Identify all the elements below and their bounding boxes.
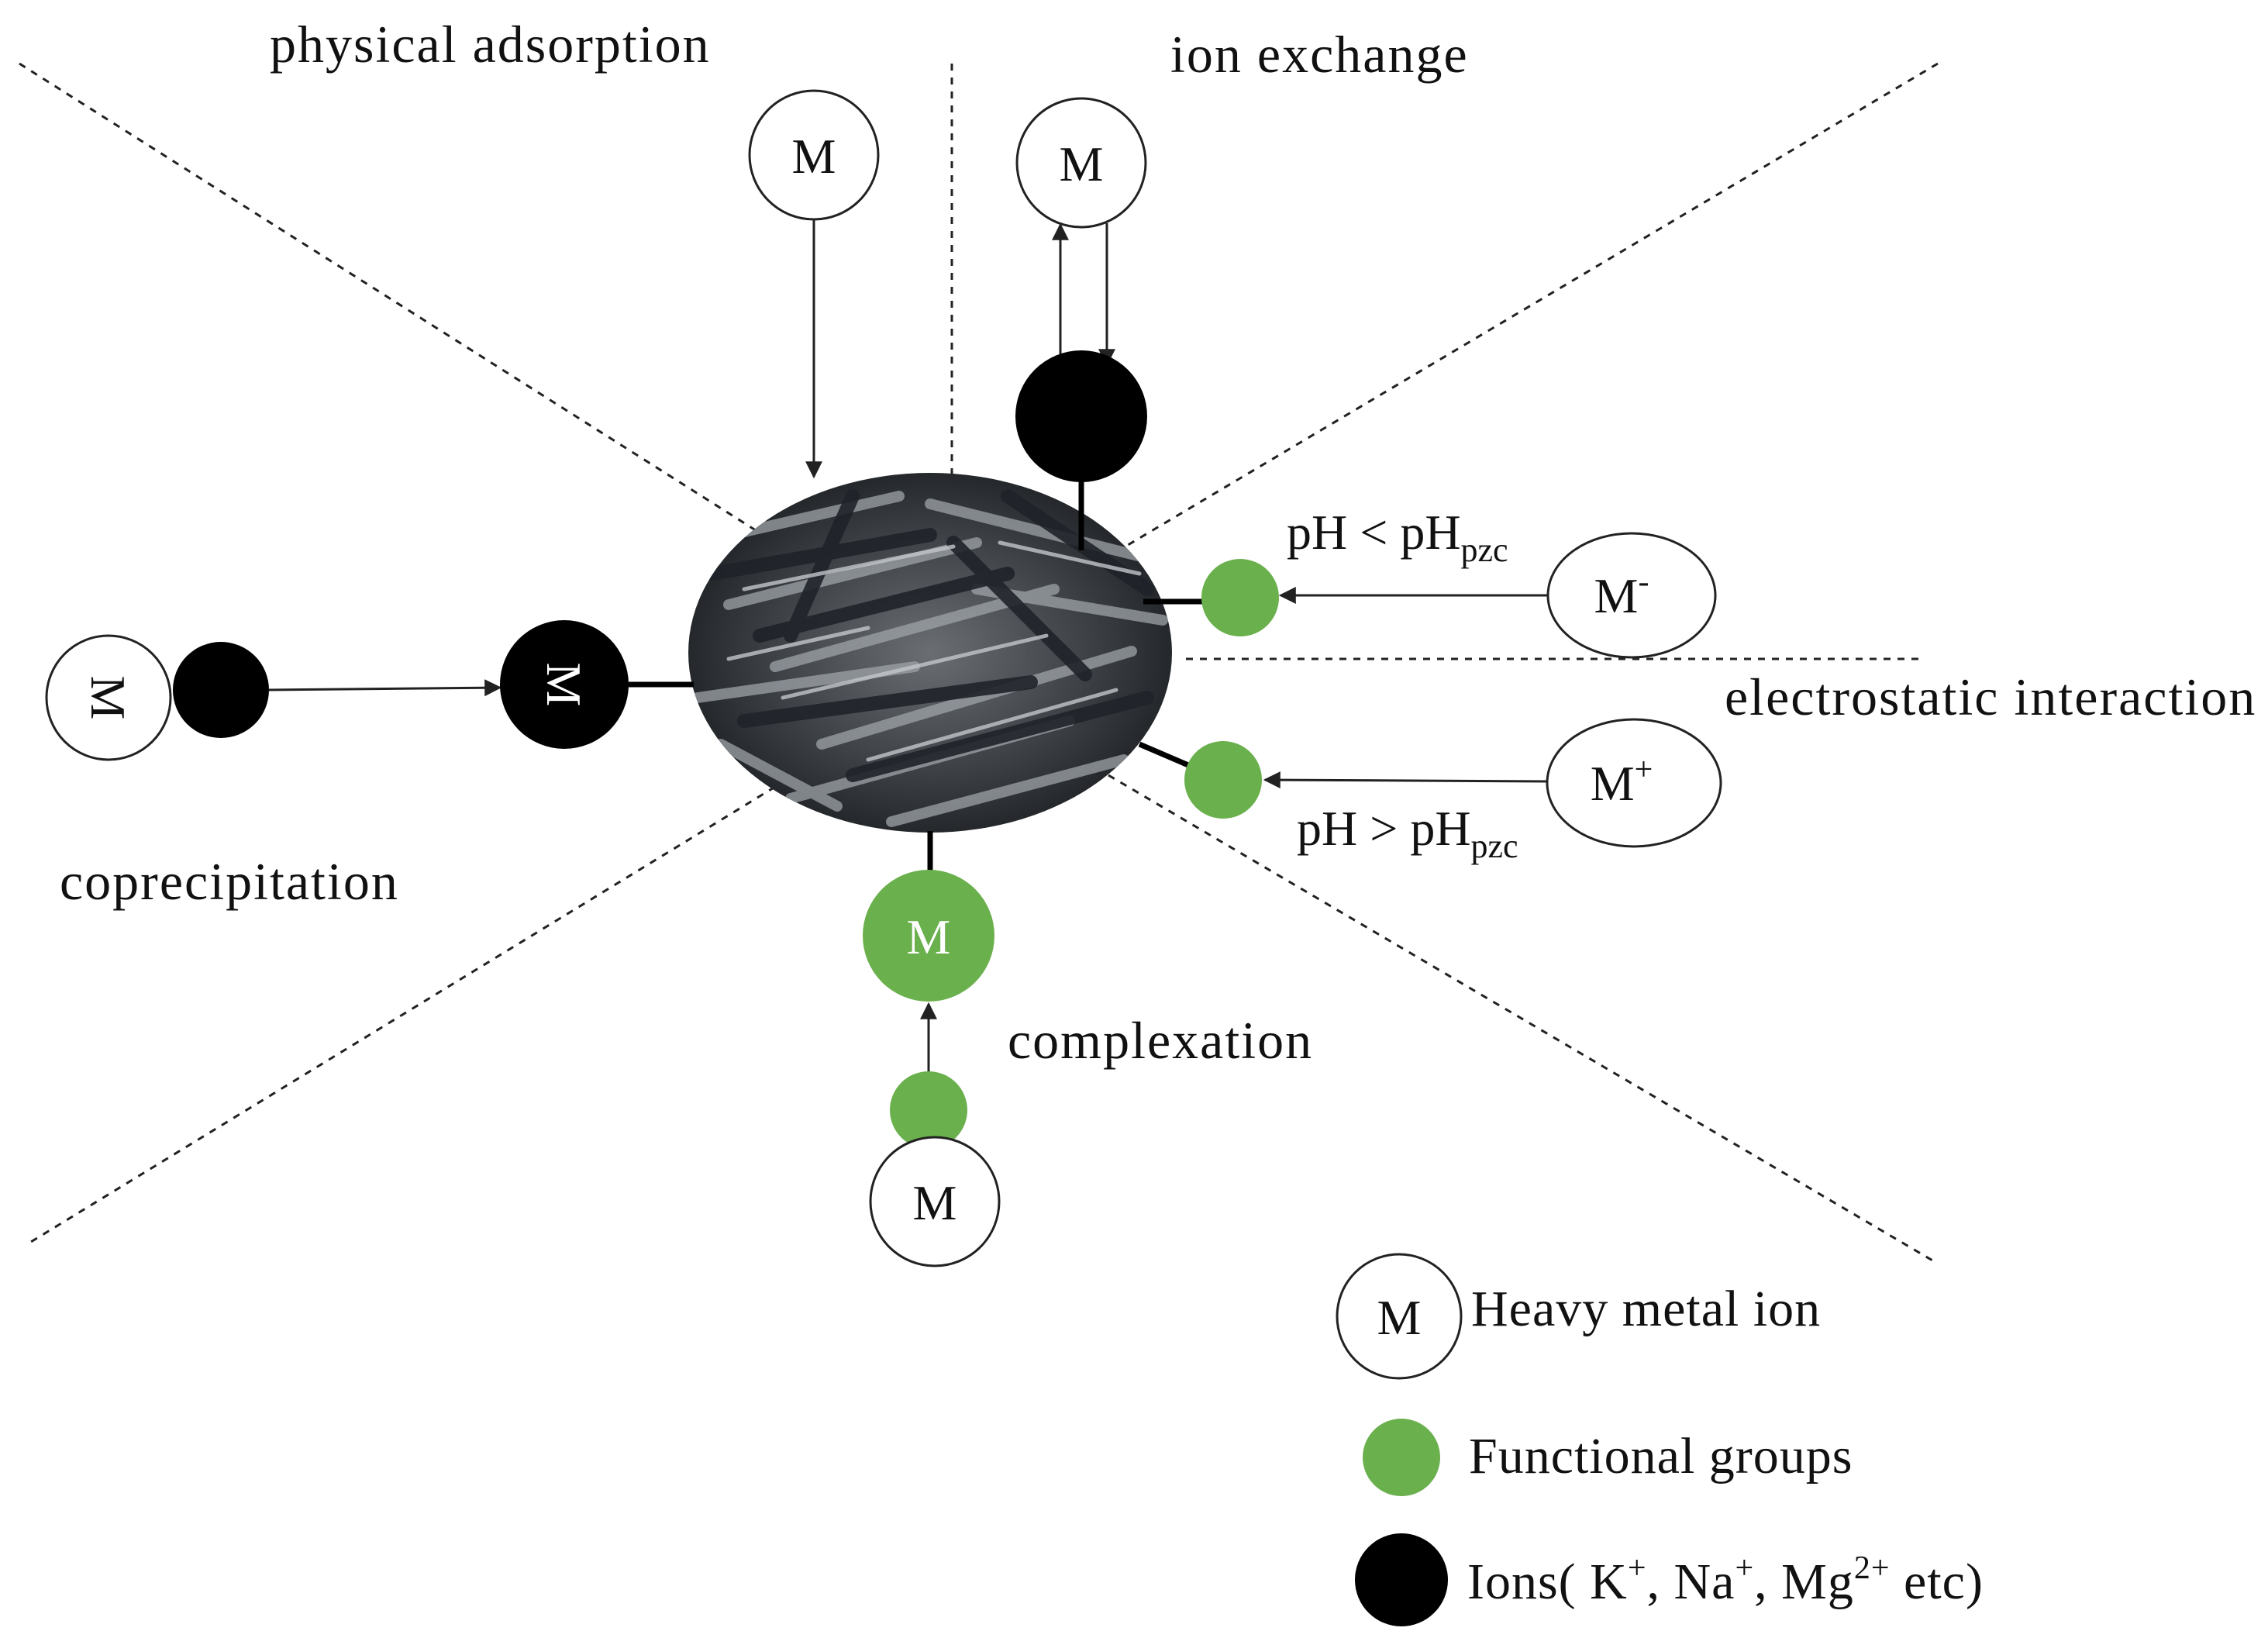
legend: M Heavy metal ion Functional groups Ions… [1336, 1253, 1984, 1626]
legend-label-ions: Ions( K+, Na+, Mg2+ etc) [1467, 1550, 1984, 1610]
physical-adsorption-group: physical adsorption M [270, 15, 880, 479]
coprecipitation-group: coprecipitation M M [45, 620, 694, 911]
functional-group-complexation [890, 1071, 967, 1149]
arrow-cation-attraction [1263, 771, 1547, 789]
section-label-coprecipitation: coprecipitation [60, 852, 399, 911]
complexation-group: complexation M M [863, 831, 1313, 1267]
divider-upper-left [19, 62, 776, 544]
legend-heavy-metal-symbol [1336, 1253, 1463, 1380]
section-label-complexation: complexation [1008, 1011, 1313, 1070]
legend-functional-group-symbol [1363, 1419, 1440, 1496]
condition-high-ph: pH > pHpzc [1297, 801, 1518, 865]
metal-symbol-physical: M [792, 129, 836, 184]
metal-symbol-coprecipitate: M [536, 663, 591, 707]
heavy-metal-ion-complexation [869, 1136, 1001, 1267]
metal-symbol-complexation: M [913, 1175, 957, 1230]
coprecipitating-ion-black [173, 642, 269, 738]
heavy-metal-ion-exchange [1015, 97, 1147, 229]
anion-symbol: M- [1594, 564, 1649, 623]
metal-symbol-coprecipitation: M [81, 676, 136, 720]
exchangeable-ion-black [1015, 350, 1147, 482]
heavy-metal-cation [1546, 718, 1722, 848]
cation-symbol: M+ [1591, 752, 1653, 811]
legend-label-functional-groups: Functional groups [1469, 1428, 1853, 1485]
legend-ions-symbol [1355, 1533, 1448, 1626]
legend-label-heavy-metal: Heavy metal ion [1471, 1281, 1821, 1337]
section-label-physical-adsorption: physical adsorption [270, 15, 711, 74]
metal-symbol-complex: M [907, 909, 951, 964]
section-label-electrostatic-interaction: electrostatic interaction [1725, 667, 2256, 726]
coprecipitate-black [500, 620, 629, 749]
section-dividers [19, 62, 1939, 1265]
functional-group-lower [1184, 741, 1262, 819]
divider-lower-right [1108, 774, 1939, 1265]
divider-lower-left [26, 785, 776, 1246]
ion-exchange-group: ion exchange M [1015, 25, 1469, 550]
legend-metal-symbol: M [1377, 1290, 1422, 1345]
metal-symbol-ion-exchange: M [1060, 136, 1104, 191]
electrostatic-interaction-group: electrostatic interaction M- pH < pHpzc … [1138, 505, 2256, 865]
metal-complex-green [863, 870, 994, 1002]
biochar-particle [688, 473, 1172, 833]
divider-upper-right [1115, 62, 1939, 553]
condition-low-ph: pH < pHpzc [1287, 505, 1508, 569]
heavy-metal-ion-coprecipitation [45, 634, 172, 761]
arrow-coprecipitation [268, 679, 502, 697]
bond-functional-lower [1138, 741, 1195, 771]
section-label-ion-exchange: ion exchange [1170, 25, 1469, 84]
heavy-metal-anion [1546, 532, 1717, 659]
functional-group-upper [1201, 559, 1279, 636]
